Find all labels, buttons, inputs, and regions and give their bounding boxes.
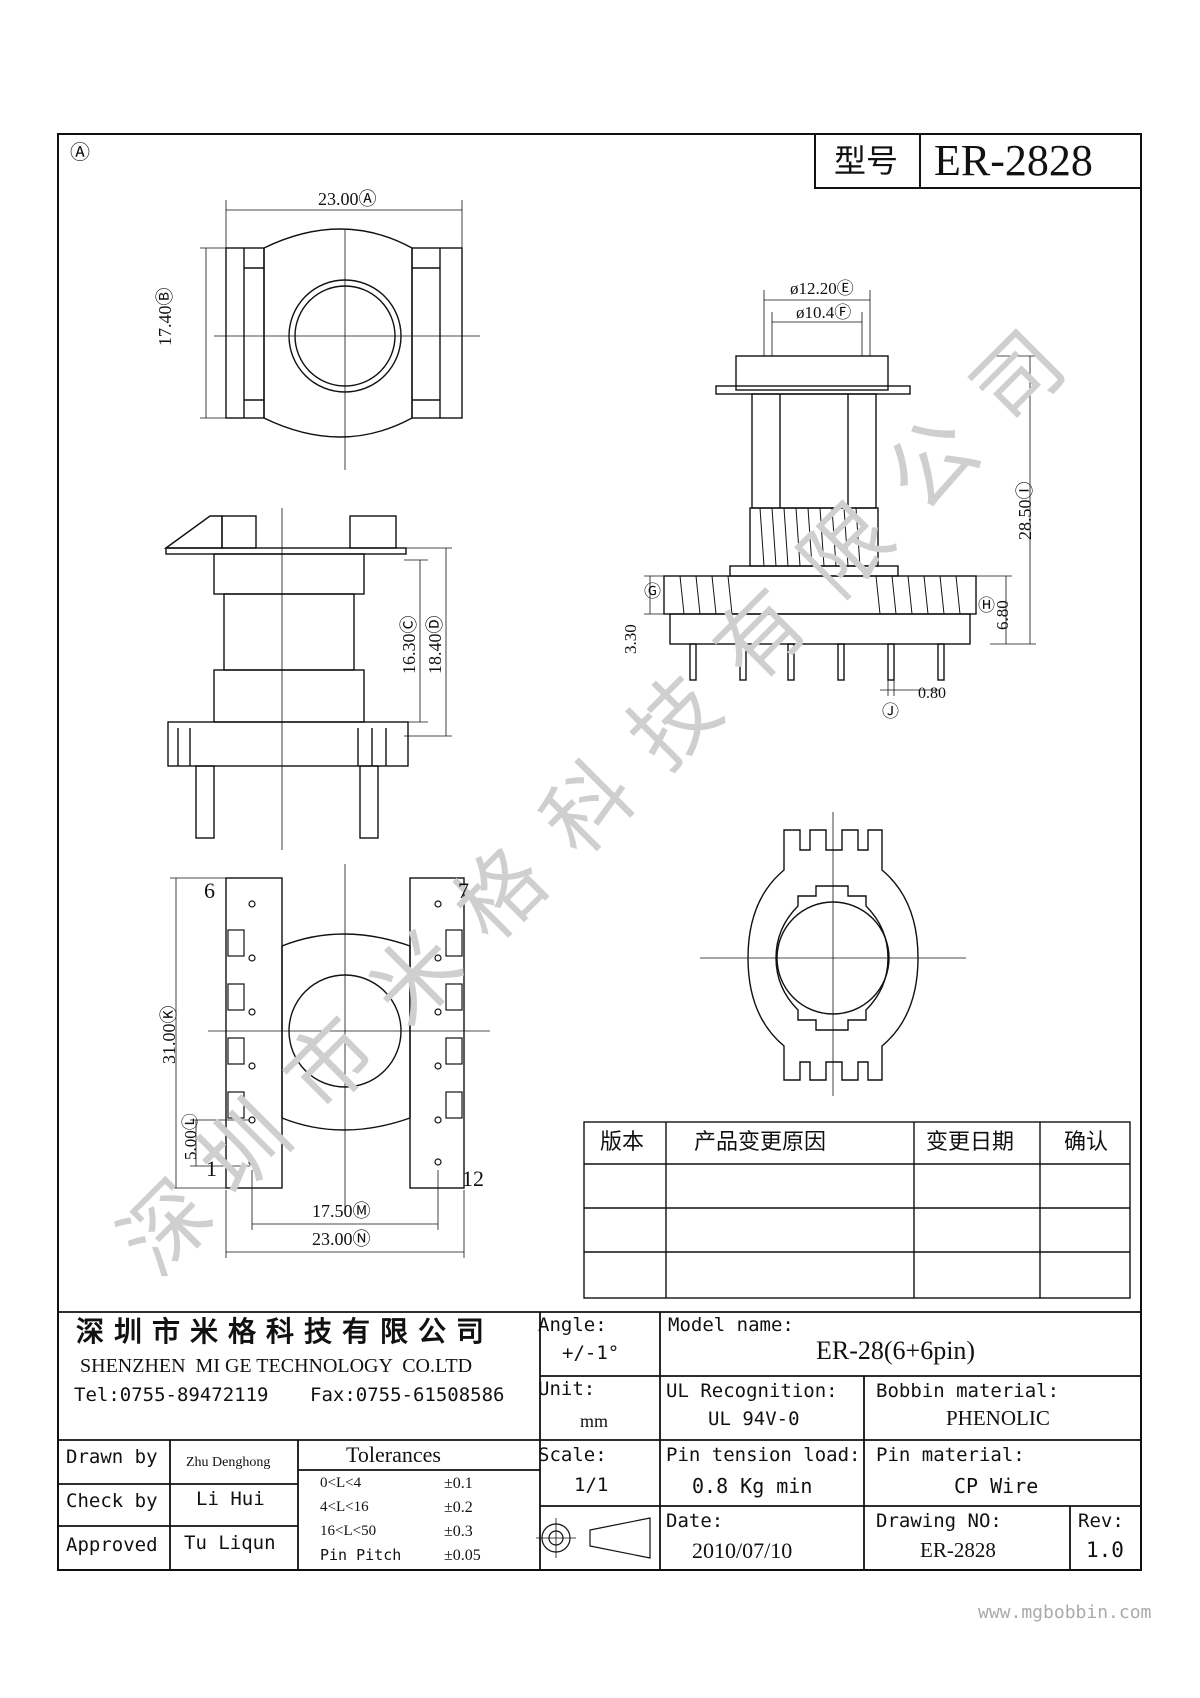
ul-label: UL Recognition: <box>666 1380 838 1402</box>
revision-table-grid <box>583 1121 1131 1299</box>
dim-bottom-height: 31.00Ⓚ <box>159 1005 179 1065</box>
drawing-no-value: ER-2828 <box>920 1538 996 1562</box>
dim-flange-h: Ⓗ <box>978 596 995 616</box>
website-link[interactable]: www.mgbobbin.com <box>978 1602 1152 1623</box>
projection-symbol <box>536 1517 651 1559</box>
tol-range-1: 0<L<4 <box>320 1475 362 1491</box>
drawn-by-value: Zhu Denghong <box>186 1455 271 1470</box>
scale-label: Scale: <box>538 1444 607 1466</box>
dim-bottom-width: 23.00Ⓝ <box>312 1229 371 1249</box>
corner-mark: Ⓐ <box>70 140 90 164</box>
rev-header-confirm: 确认 <box>1064 1130 1109 1155</box>
tol-value-2: ±0.2 <box>444 1499 473 1516</box>
drawing-no-label: Drawing NO: <box>876 1510 1002 1532</box>
pin-material-label: Pin material: <box>876 1444 1025 1466</box>
drawing-frame <box>57 133 1142 1571</box>
angle-label: Angle: <box>538 1314 607 1336</box>
tol-range-3: 16<L<50 <box>320 1523 377 1539</box>
bobbin-label: Bobbin material: <box>876 1380 1060 1402</box>
company-name-cn: 深圳市米格科技有限公司 <box>76 1315 495 1348</box>
angle-value: +/-1° <box>562 1342 620 1364</box>
dim-dia-inner: ø10.4Ⓕ <box>796 303 852 322</box>
dim-pin-j: Ⓙ <box>882 702 899 722</box>
pin-label-6: 6 <box>204 878 215 903</box>
top-view <box>200 200 480 470</box>
bobbin-value: PHENOLIC <box>946 1406 1050 1430</box>
tol-value-4: ±0.05 <box>444 1547 481 1564</box>
model-number: ER-2828 <box>934 136 1093 185</box>
core-view <box>700 812 966 1096</box>
drawn-by-label: Drawn by <box>66 1446 158 1468</box>
date-label: Date: <box>666 1510 724 1532</box>
dim-flange-g: Ⓖ <box>644 582 661 602</box>
pin-label-7: 7 <box>458 878 469 903</box>
approved-label: Approved <box>66 1534 158 1556</box>
model-box <box>814 133 1142 189</box>
rev-value: 1.0 <box>1086 1538 1124 1562</box>
company-tel: Tel:0755-89472119 <box>74 1384 269 1406</box>
dim-top-width: 23.00Ⓐ <box>318 189 377 209</box>
approved-value: Tu Liqun <box>184 1532 276 1554</box>
pin-label-12: 12 <box>462 1166 484 1191</box>
pin-label-1: 1 <box>206 1156 217 1181</box>
title-block-grid <box>58 1311 1141 1570</box>
dim-total-height: 28.50Ⓘ <box>1015 481 1035 541</box>
unit-value: mm <box>580 1411 609 1431</box>
tol-value-3: ±0.3 <box>444 1523 473 1540</box>
rev-header-reason: 产品变更原因 <box>694 1130 827 1155</box>
check-by-value: Li Hui <box>196 1488 265 1510</box>
tol-range-2: 4<L<16 <box>320 1499 369 1515</box>
tolerances-label: Tolerances <box>346 1442 441 1467</box>
model-name-label: Model name: <box>668 1314 794 1336</box>
model-label: 型号 <box>834 142 899 180</box>
check-by-label: Check by <box>66 1490 158 1512</box>
dim-inner-width: 17.50Ⓜ <box>312 1201 371 1221</box>
model-name-value: ER-28(6+6pin) <box>816 1336 976 1365</box>
rev-header-version: 版本 <box>600 1130 645 1155</box>
dim-pin-dia: 0.80 <box>918 685 946 702</box>
bottom-view <box>170 864 490 1258</box>
scale-value: 1/1 <box>574 1474 609 1496</box>
pin-tension-value: 0.8 Kg min <box>692 1474 813 1498</box>
tol-range-4: Pin Pitch <box>320 1546 402 1564</box>
dim-top-height: 17.40Ⓑ <box>155 287 175 347</box>
company-name-en: SHENZHEN MI GE TECHNOLOGY CO.LTD <box>80 1355 473 1377</box>
dim-680: 6.80 <box>993 600 1012 630</box>
dim-pitch: 5.00Ⓛ <box>181 1113 200 1160</box>
rev-header-date: 变更日期 <box>926 1130 1015 1155</box>
front-view <box>644 290 1036 696</box>
pin-material-value: CP Wire <box>954 1474 1039 1498</box>
dim-dia-outer: ø12.20Ⓔ <box>790 279 854 298</box>
tol-value-1: ±0.1 <box>444 1475 473 1492</box>
rev-label: Rev: <box>1078 1510 1124 1532</box>
dim-330: 3.30 <box>621 624 640 654</box>
ul-value: UL 94V-0 <box>708 1408 800 1430</box>
dim-side-h2: 18.40Ⓓ <box>425 615 445 675</box>
company-fax: Fax:0755-61508586 <box>310 1384 505 1406</box>
pin-tension-label: Pin tension load: <box>666 1444 861 1466</box>
unit-label: Unit: <box>538 1378 596 1400</box>
side-view <box>163 508 452 850</box>
date-value: 2010/07/10 <box>692 1538 793 1563</box>
dim-side-h1: 16.30Ⓒ <box>399 615 419 675</box>
